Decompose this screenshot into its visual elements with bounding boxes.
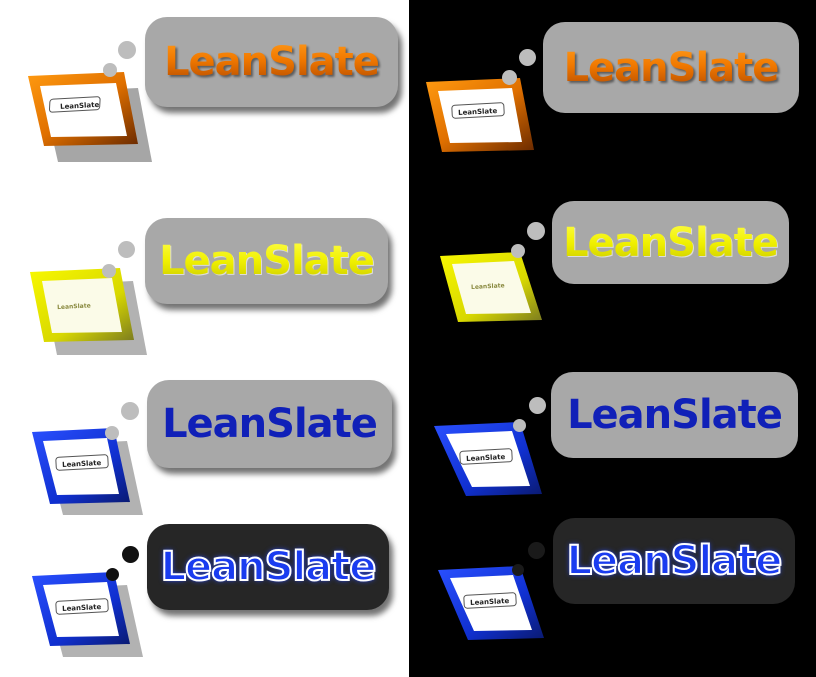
thought-dot-small [105, 426, 119, 440]
thought-dot-large [118, 241, 135, 258]
wordmark-text: LeanSlate [162, 401, 378, 447]
slate-label: LeanSlate [466, 453, 506, 463]
slate-label: LeanSlate [62, 459, 102, 469]
speech-bubble: LeanSlate [552, 201, 789, 284]
thought-dot-large [118, 41, 136, 59]
thought-dot-small [513, 419, 526, 432]
speech-bubble: LeanSlate [145, 17, 398, 107]
speech-bubble: LeanSlate [147, 380, 392, 468]
slate-icon: LeanSlate [434, 422, 542, 496]
slate-label: LeanSlate [470, 597, 510, 607]
wordmark-text: LeanSlate [563, 44, 780, 91]
slate-label: LeanSlate [62, 603, 102, 613]
speech-bubble: LeanSlate [543, 22, 799, 113]
wordmark-text: LeanSlate [164, 39, 380, 85]
slate-icon: LeanSlate [438, 566, 544, 640]
speech-bubble: LeanSlate [553, 518, 795, 604]
thought-dot-large [121, 402, 139, 420]
slate-label: LeanSlate [458, 107, 498, 117]
wordmark-text: LeanSlate [160, 543, 378, 591]
speech-bubble: LeanSlate [551, 372, 798, 458]
thought-dot-large [519, 49, 536, 66]
slate-icon: LeanSlate [28, 72, 152, 162]
thought-dot-small [512, 564, 524, 576]
wordmark-text: LeanSlate [567, 392, 783, 438]
slate-icon: LeanSlate [32, 428, 143, 515]
wordmark-text: LeanSlate [566, 537, 784, 585]
thought-dot-small [103, 63, 117, 77]
speech-bubble: LeanSlate [145, 218, 388, 304]
thought-dot-small [106, 568, 119, 581]
thought-dot-large [529, 397, 546, 414]
slate-icon: LeanSlate [30, 268, 147, 355]
thought-dot-large [527, 222, 545, 240]
thought-dot-large [528, 542, 545, 559]
slate-icon: LeanSlate [32, 572, 143, 657]
slate-label: LeanSlate [60, 101, 100, 111]
speech-bubble: LeanSlate [147, 524, 389, 610]
wordmark-text: LeanSlate [563, 219, 779, 266]
slate-label: LeanSlate [471, 282, 505, 291]
wordmark-text: LeanSlate [159, 238, 375, 284]
slate-icon: LeanSlate [440, 252, 542, 322]
slate-icon: LeanSlate [426, 78, 534, 152]
slate-label: LeanSlate [57, 302, 91, 311]
thought-dot-small [502, 70, 517, 85]
thought-dot-small [511, 244, 525, 258]
thought-dot-small [102, 264, 116, 278]
thought-dot-large [122, 546, 139, 563]
